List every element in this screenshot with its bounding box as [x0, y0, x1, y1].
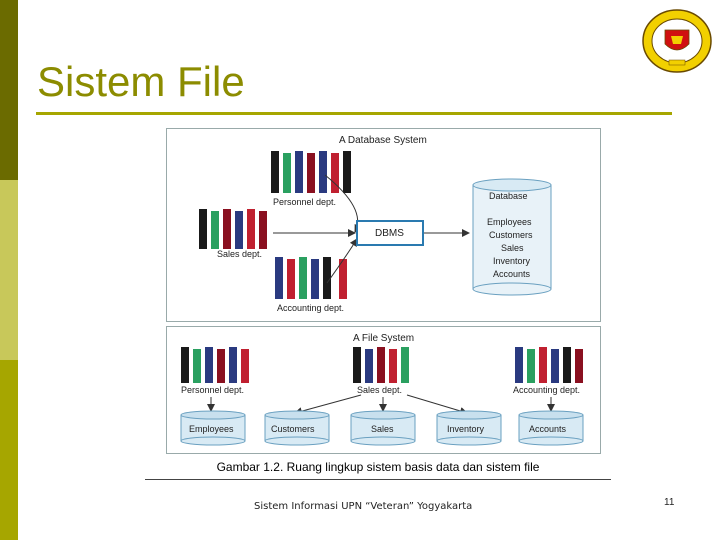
university-seal-icon	[642, 9, 712, 73]
file-sales-group-people	[353, 347, 409, 383]
decorative-bar-top	[0, 0, 18, 180]
dbms-box	[356, 220, 424, 246]
figure-caption: Gambar 1.2. Ruang lingkup sistem basis d…	[216, 460, 540, 474]
page-number: 11	[664, 497, 675, 508]
database-item: Sales	[501, 243, 524, 253]
sales-dept-label: Sales dept.	[217, 249, 263, 259]
file-system-title: A File System	[353, 333, 415, 344]
database-item: Inventory	[493, 256, 531, 266]
database-vs-file-system-figure: A Database System Personnel dept. Sales …	[166, 128, 601, 454]
database-item: Accounts	[493, 269, 531, 279]
file-accounting-dept-label: Accounting dept.	[513, 385, 581, 395]
caption-divider	[145, 479, 611, 480]
file-label-inventory: Inventory	[447, 424, 485, 434]
database-system-diagram	[199, 151, 552, 299]
database-cylinder	[472, 178, 552, 296]
decorative-bar-middle	[0, 180, 18, 360]
database-system-title: A Database System	[339, 135, 427, 146]
slide-title: Sistem File	[37, 58, 245, 105]
file-sales-dept-label: Sales dept.	[357, 385, 403, 395]
file-system-panel: A File System Personnel dept. Sales dept…	[166, 326, 601, 454]
accounting-dept-label: Accounting dept.	[277, 303, 345, 313]
file-label-sales: Sales	[371, 424, 394, 434]
file-personnel-group-people	[181, 347, 249, 383]
database-item: Customers	[489, 230, 533, 240]
file-label-employees: Employees	[189, 424, 234, 434]
file-label-accounts: Accounts	[529, 424, 567, 434]
dbms-label: DBMS	[375, 228, 404, 239]
file-label-customers: Customers	[271, 424, 315, 434]
database-item: Employees	[487, 217, 532, 227]
database-title: Database	[489, 191, 528, 201]
sales-group-people	[199, 209, 267, 249]
personnel-group-people	[271, 151, 351, 193]
decorative-bar-bottom	[0, 360, 18, 540]
title-underline	[36, 112, 672, 115]
database-system-panel: A Database System Personnel dept. Sales …	[166, 128, 601, 322]
file-personnel-dept-label: Personnel dept.	[181, 385, 245, 395]
file-accounting-group-people	[515, 347, 583, 383]
file-system-diagram	[180, 347, 584, 446]
footer-text: Sistem Informasi UPN “Veteran” Yogyakart…	[254, 501, 473, 512]
accounting-group-people	[275, 257, 347, 299]
file-cylinders	[180, 410, 584, 446]
personnel-dept-label: Personnel dept.	[273, 197, 337, 207]
